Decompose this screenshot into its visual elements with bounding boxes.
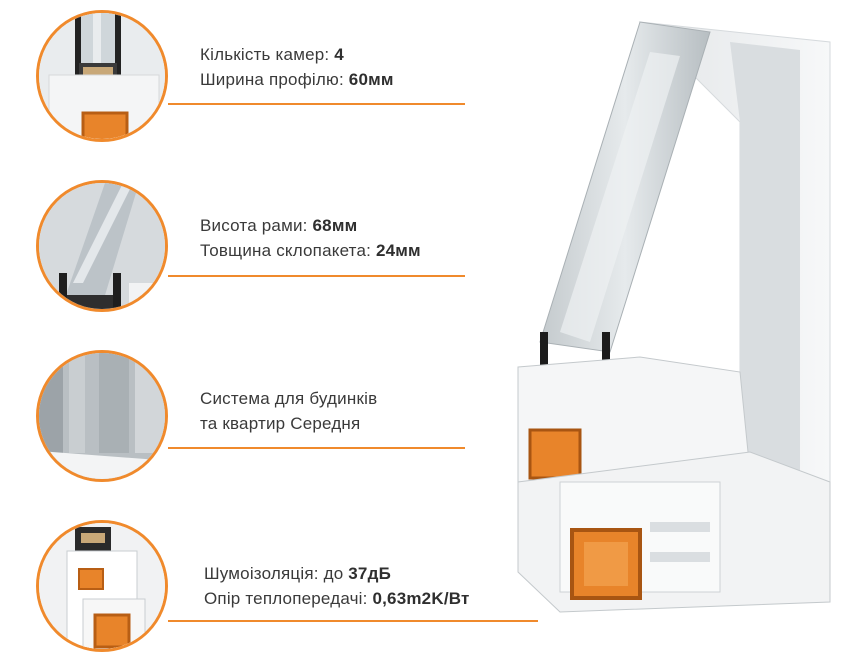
spec-line: Опір теплопередачі: 0,63m2K/Вт xyxy=(204,589,470,608)
spec-line: Шумоізоляція: до 37дБ xyxy=(204,564,392,583)
divider-line xyxy=(168,275,465,277)
divider-line xyxy=(168,620,538,622)
glass-closeup-image xyxy=(36,180,168,312)
spec-line: та квартир Середня xyxy=(200,414,361,433)
spec-line: Кількість камер: 4 xyxy=(200,45,344,64)
spec-text: Кількість камер: 4 Ширина профілю: 60мм xyxy=(200,42,394,92)
spec-line: Висота рами: 68мм xyxy=(200,216,358,235)
spec-text: Шумоізоляція: до 37дБ Опір теплопередачі… xyxy=(204,561,470,611)
frame-surface-closeup-image xyxy=(36,350,168,482)
spec-line: Ширина профілю: 60мм xyxy=(200,70,394,89)
spec-text: Система для будинків та квартир Середня xyxy=(200,386,377,436)
profile-section-closeup-image xyxy=(36,520,168,652)
spec-line: Товщина склопакета: 24мм xyxy=(200,241,421,260)
spec-line: Система для будинків xyxy=(200,389,378,408)
profile-closeup-image xyxy=(36,10,168,142)
divider-line xyxy=(168,103,465,105)
divider-line xyxy=(168,447,465,449)
window-profile-illustration xyxy=(517,21,831,613)
spec-text: Висота рами: 68мм Товщина склопакета: 24… xyxy=(200,213,421,263)
